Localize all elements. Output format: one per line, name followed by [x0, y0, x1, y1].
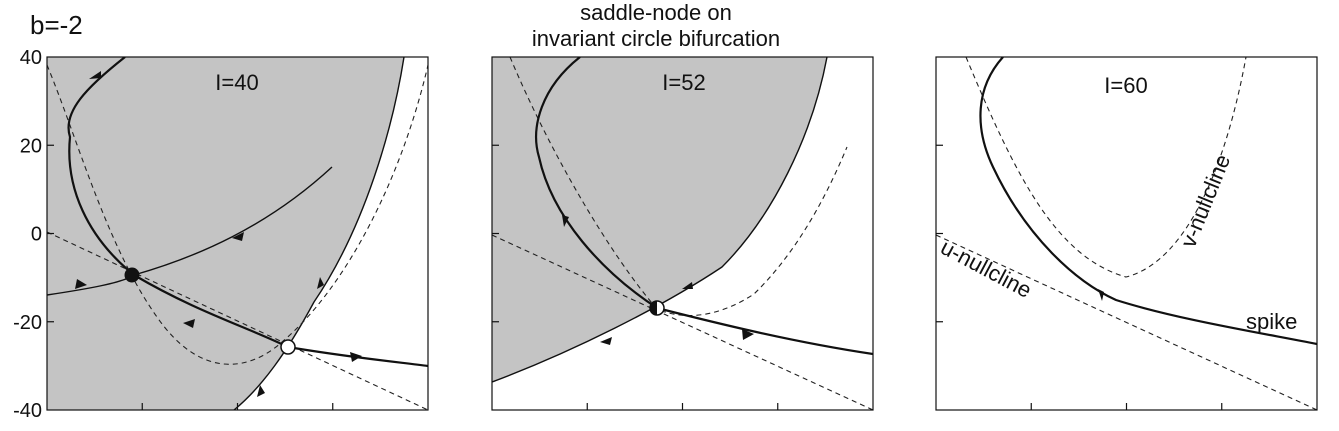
y-axis-ticks	[47, 144, 54, 323]
y-axis-ticks	[492, 144, 499, 323]
shaded-region	[492, 57, 827, 382]
x-axis-ticks	[141, 403, 334, 410]
panel-label: I=52	[662, 70, 705, 95]
trajectory-arrow	[89, 71, 101, 79]
saddle-marker	[280, 339, 296, 355]
trajectory-arrow	[257, 385, 265, 397]
spike-trajectory	[979, 57, 1317, 346]
u-nullcline-line	[936, 234, 1317, 410]
v-nullcline-curve	[965, 57, 1247, 278]
trajectory-arrow	[183, 319, 195, 328]
panel-i40: I=40	[46, 56, 429, 411]
panel-label: I=40	[215, 70, 258, 95]
shaded-region	[47, 57, 404, 410]
y-tick-label: 20	[20, 135, 42, 157]
stable-node-marker	[124, 267, 140, 283]
stable-manifold-trajectory	[47, 166, 333, 296]
trajectory-arrow	[682, 282, 693, 289]
trajectory-arrow	[75, 279, 87, 289]
v-nullcline-curve	[509, 57, 848, 317]
unstable-manifold-trajectory	[535, 57, 873, 356]
y-tick-label: -40	[13, 400, 42, 422]
trajectory-arrow	[317, 277, 324, 289]
parameter-label: b=-2	[30, 10, 83, 40]
trajectory-arrow	[350, 352, 362, 362]
panel-i60: I=60 v-nullcline u-nullcline spike	[935, 56, 1318, 411]
trajectory-arrow	[232, 232, 244, 241]
panel-frame	[935, 56, 1318, 411]
shaded-region-boundary	[233, 57, 405, 410]
panel-i52: I=52	[491, 56, 874, 411]
trajectory-arrow	[600, 337, 612, 345]
u-nullcline-label: u-nullcline	[937, 234, 1036, 303]
x-axis-ticks	[1030, 403, 1223, 410]
trajectory-arrow	[1098, 289, 1104, 301]
v-nullcline-curve	[47, 64, 428, 365]
y-tick-label: 0	[31, 224, 42, 246]
shaded-region-boundary	[492, 57, 828, 383]
y-tick-label: 40	[20, 47, 42, 69]
u-nullcline-line	[47, 231, 428, 410]
v-nullcline-label: v-nullcline	[1175, 151, 1235, 251]
saddle-node-marker-fill	[650, 301, 657, 315]
y-axis-ticks	[936, 144, 943, 323]
y-tick-label: -20	[13, 312, 42, 334]
trajectory-arrow	[562, 215, 569, 227]
spike-label: spike	[1246, 309, 1297, 334]
figure-title-line-2: invariant circle bifurcation	[532, 26, 780, 51]
figure-title-line-1: saddle-node on	[580, 0, 732, 25]
trajectory-arrow	[742, 329, 754, 340]
x-axis-ticks	[586, 403, 779, 410]
panel-label: I=60	[1104, 73, 1147, 98]
y-axis-tick-labels: 40 20 0 -20 -40	[13, 47, 42, 422]
u-nullcline-line	[492, 234, 873, 410]
